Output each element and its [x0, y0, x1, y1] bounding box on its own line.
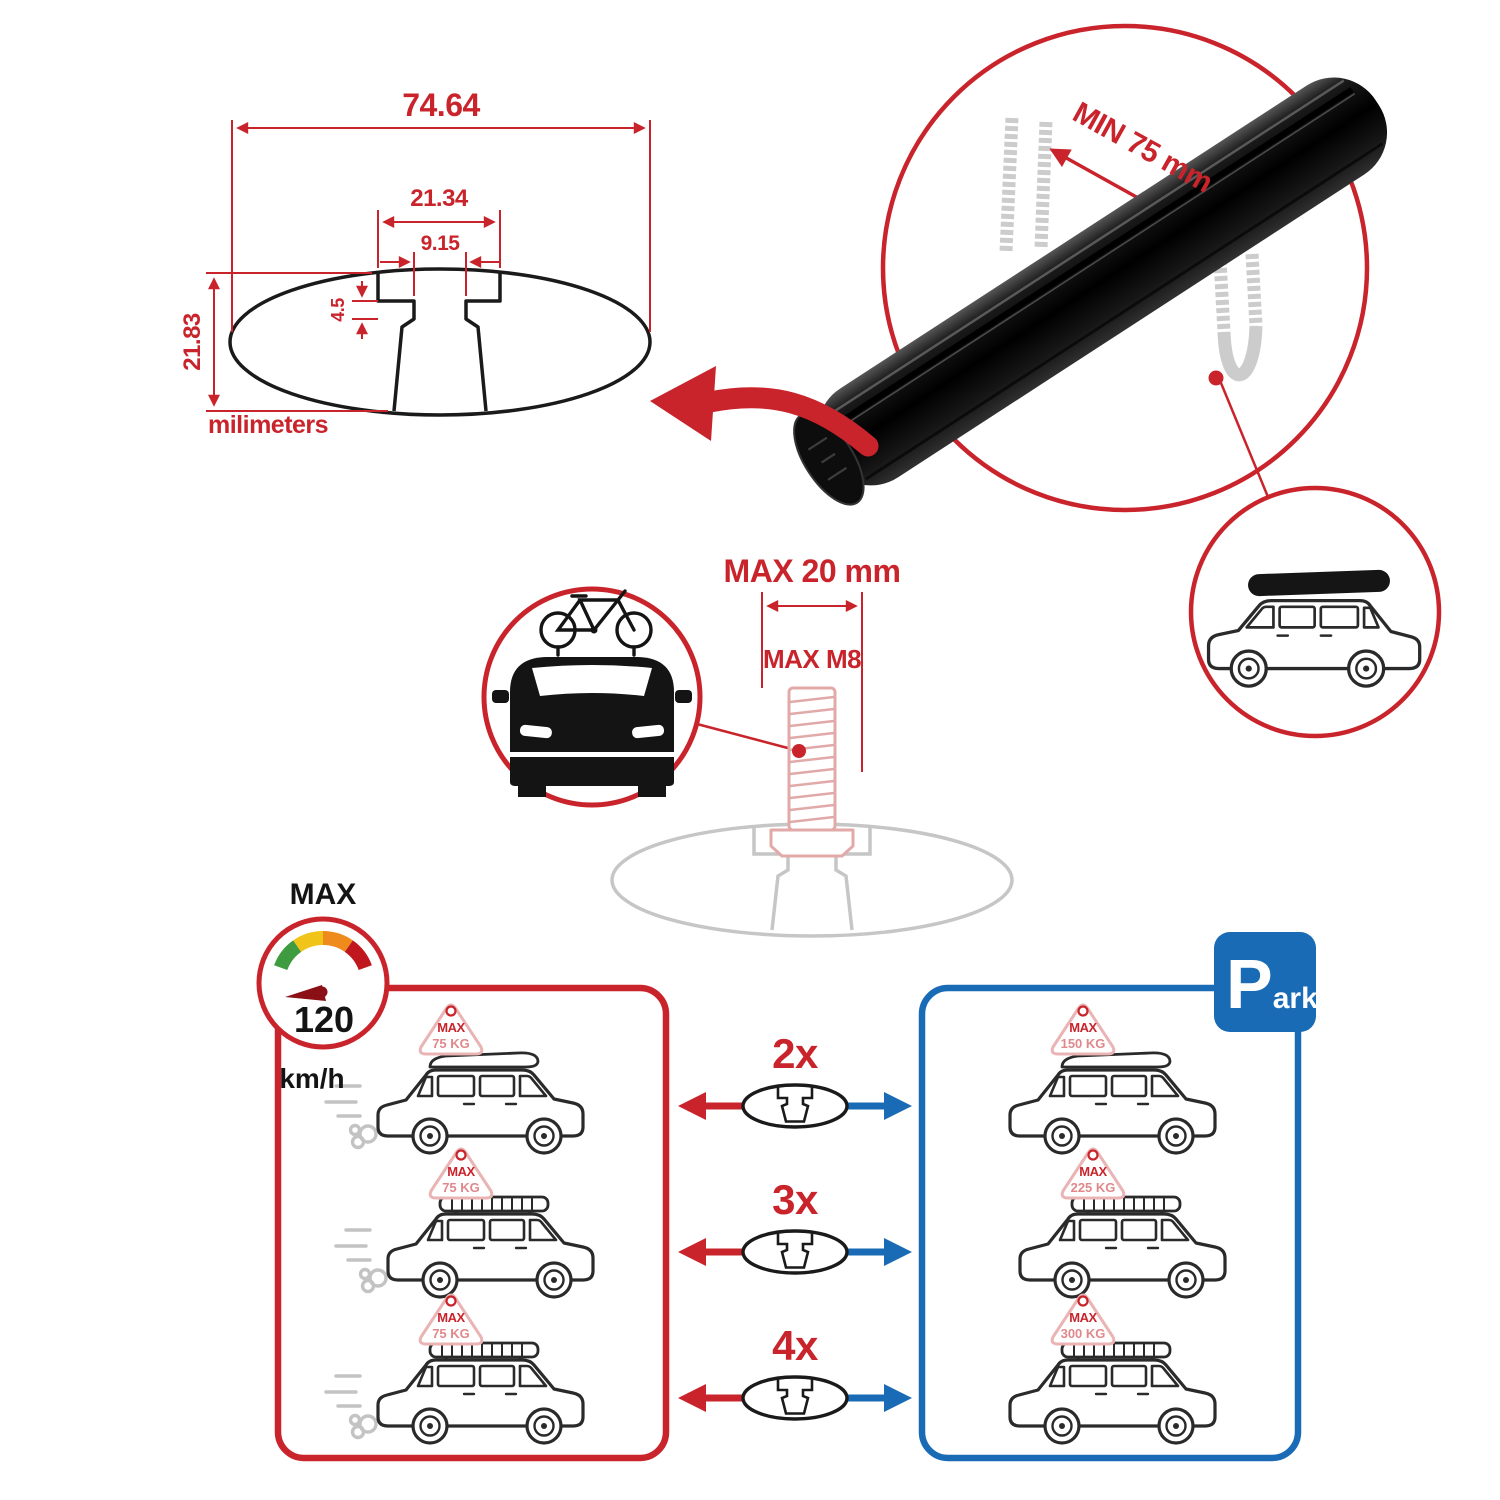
- profile-dimension-drawing: 74.64 21.34 9.15 4.5 21.83 milimeters: [179, 87, 652, 439]
- bike-car-badge: [481, 586, 800, 808]
- gauge-arc: [274, 930, 372, 971]
- right-arrow-icon: [884, 1092, 912, 1120]
- load-tag: MAX 75 KG: [418, 1293, 484, 1346]
- faded-t-slot: [752, 826, 790, 931]
- t-bolt-icon: [769, 686, 855, 858]
- bar-count-label: 4x: [772, 1322, 819, 1369]
- park-sign-plate: [1214, 932, 1316, 1032]
- bar-count-label: 3x: [772, 1176, 819, 1223]
- roof-cargo-box-icon: [1248, 569, 1390, 597]
- park-sign: Park: [1214, 932, 1318, 1032]
- load-tag: MAX 75 KG: [428, 1147, 494, 1200]
- dimension-slot-inner: [380, 252, 500, 296]
- load-tag-label: MAX: [437, 1310, 465, 1325]
- load-tag-value: 150 KG: [1061, 1036, 1106, 1051]
- load-tag-value: 225 KG: [1071, 1180, 1116, 1195]
- parked-car-row: MAX 150 KG: [1008, 1003, 1217, 1155]
- load-tag-value: 75 KG: [432, 1036, 470, 1051]
- t-slot-profile: [464, 273, 502, 412]
- dimension-total-width: [231, 120, 651, 332]
- bolt-max-thread-label: MAX M8: [763, 644, 861, 674]
- load-tag: MAX 300 KG: [1050, 1293, 1116, 1346]
- left-arrow-icon: [678, 1092, 706, 1120]
- load-tag: MAX 75 KG: [418, 1003, 484, 1056]
- bolt-max-width-label: MAX 20 mm: [724, 553, 901, 589]
- bar-count-label: 2x: [772, 1030, 819, 1077]
- gauge-value: 120: [294, 999, 354, 1040]
- roofbox-car-badge: [1188, 485, 1442, 739]
- bar-count-column: 2x 3x 4x: [678, 1030, 912, 1421]
- crossbar-detail-circle: MIN 75 mm: [793, 23, 1388, 513]
- profile-callout-arrow: [650, 366, 879, 457]
- load-tag-value: 300 KG: [1061, 1326, 1106, 1341]
- bar-count-row: 2x: [678, 1030, 912, 1129]
- right-arrow-icon: [884, 1384, 912, 1412]
- park-letter: P: [1226, 945, 1273, 1023]
- load-comparison-chart: MAX 75 KG MAX 75 KG MAX 75 KG: [256, 878, 1318, 1462]
- dim-lip-depth-label: 4.5: [328, 298, 348, 322]
- driving-car-row: MAX 75 KG: [324, 1293, 585, 1445]
- dimension-height: [206, 272, 388, 412]
- load-tag-value: 75 KG: [432, 1326, 470, 1341]
- crossbar-profile-icon: [741, 1083, 849, 1129]
- t-slot-profile: [376, 273, 416, 412]
- dimension-slot-outer: [377, 210, 501, 268]
- hook-callout-dot: [1208, 370, 1224, 386]
- parked-car-row: MAX 225 KG: [1018, 1147, 1227, 1299]
- left-arrow-icon: [678, 1384, 706, 1412]
- gauge-unit: km/h: [279, 1063, 344, 1094]
- crossbar-render: [793, 77, 1388, 506]
- dim-slot-inner-label: 9.15: [421, 232, 461, 255]
- gauge-needle: [285, 985, 326, 1001]
- bolt-spec-diagram: MAX 20 mm MAX M8: [610, 553, 1014, 938]
- dim-height-label: 21.83: [179, 313, 206, 371]
- driving-car-row: MAX 75 KG: [334, 1147, 595, 1299]
- crossbar-profile-icon: [741, 1375, 849, 1421]
- park-rest: ark: [1273, 982, 1318, 1015]
- threaded-hooks: [999, 117, 1263, 382]
- dimension-lip-depth: [352, 281, 378, 339]
- load-tag-label: MAX: [1079, 1164, 1107, 1179]
- crossbar-profile-icon: [741, 1229, 849, 1275]
- dim-slot-outer-label: 21.34: [410, 185, 469, 212]
- load-tag-value: 75 KG: [442, 1180, 480, 1195]
- load-tag-label: MAX: [447, 1164, 475, 1179]
- left-arrow-icon: [678, 1238, 706, 1266]
- bolt-dimension: [761, 592, 863, 772]
- driving-car-row: MAX 75 KG: [324, 1003, 585, 1155]
- bar-count-row: 4x: [678, 1322, 912, 1421]
- faded-t-slot: [834, 826, 872, 931]
- load-tag-label: MAX: [1069, 1020, 1097, 1035]
- car-front-icon: [492, 657, 692, 797]
- crossbar-profile-ellipse: [228, 267, 652, 417]
- park-sign-text: Park: [1226, 945, 1318, 1023]
- hook-callout-line: [1219, 382, 1270, 498]
- load-tag: MAX 150 KG: [1050, 1003, 1116, 1056]
- speed-limit-gauge: MAX 120 km/h: [256, 878, 390, 1094]
- gauge-max-label: MAX: [290, 878, 357, 911]
- load-tag-label: MAX: [1069, 1310, 1097, 1325]
- bar-count-row: 3x: [678, 1176, 912, 1275]
- bicycle-icon: [539, 589, 653, 657]
- parked-car-row: MAX 300 KG: [1008, 1293, 1217, 1445]
- bolt-callout-dot: [792, 744, 806, 758]
- dim-total-width-label: 74.64: [402, 87, 480, 123]
- load-tag: MAX 225 KG: [1060, 1147, 1126, 1200]
- right-arrow-icon: [884, 1238, 912, 1266]
- unit-label: milimeters: [208, 411, 328, 439]
- load-tag-label: MAX: [437, 1020, 465, 1035]
- bolt-callout-line: [696, 722, 800, 753]
